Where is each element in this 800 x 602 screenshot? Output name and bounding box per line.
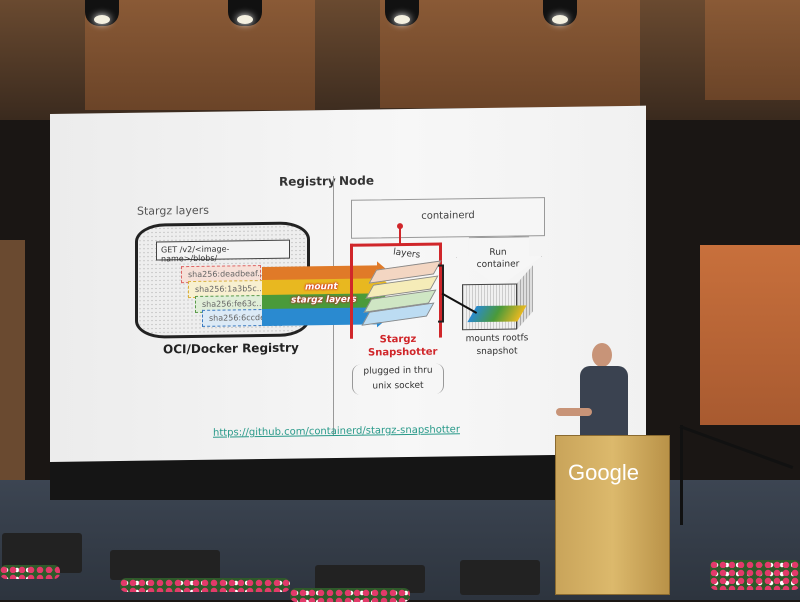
registry-label: OCI/Docker Registry bbox=[163, 340, 299, 357]
spotlight-icon bbox=[228, 0, 262, 26]
github-link[interactable]: https://github.com/containerd/stargz-sna… bbox=[213, 424, 460, 439]
flowers bbox=[290, 588, 410, 602]
presenter-head bbox=[592, 343, 612, 367]
rootfs-snapshot bbox=[467, 305, 527, 323]
mounts-label: mounts rootfs snapshot bbox=[465, 333, 529, 358]
podium: Google bbox=[555, 435, 670, 595]
run-container-label: Run container bbox=[476, 247, 520, 271]
wall-panel bbox=[380, 0, 640, 108]
flowers bbox=[0, 565, 60, 579]
containerd-box: containerd bbox=[351, 197, 545, 239]
cube-side bbox=[517, 265, 533, 329]
header-node: Node bbox=[339, 173, 375, 188]
wall-panel bbox=[705, 0, 800, 100]
stage-monitor-speaker bbox=[460, 560, 540, 595]
plugged-in-note: plugged in thru unix socket bbox=[352, 363, 444, 395]
stage-monitor-speaker bbox=[110, 550, 220, 580]
flowers bbox=[710, 560, 800, 590]
google-logo: Google bbox=[568, 460, 639, 485]
header-registry: Registry bbox=[279, 174, 336, 189]
get-request-box: GET /v2/<image-name>/blobs/ bbox=[156, 239, 290, 263]
stargz-layers-label: Stargz layers bbox=[137, 203, 209, 218]
spotlight-icon bbox=[543, 0, 577, 26]
presenter-body bbox=[580, 366, 628, 441]
flowers bbox=[120, 578, 290, 592]
railing bbox=[680, 425, 683, 525]
arrow-label-stargz: stargz layers bbox=[291, 294, 357, 306]
snapshotter-label: Stargz Snapshotter bbox=[368, 333, 438, 359]
wall-panel bbox=[0, 240, 25, 480]
arrow-label-mount: mount bbox=[305, 281, 338, 293]
screen-base bbox=[50, 455, 646, 500]
wall-panel-orange bbox=[700, 245, 800, 425]
spotlight-icon bbox=[85, 0, 119, 26]
wall-panel bbox=[85, 0, 315, 110]
presenter-hands bbox=[556, 408, 592, 416]
connector-line bbox=[399, 227, 401, 245]
spotlight-icon bbox=[385, 0, 419, 26]
